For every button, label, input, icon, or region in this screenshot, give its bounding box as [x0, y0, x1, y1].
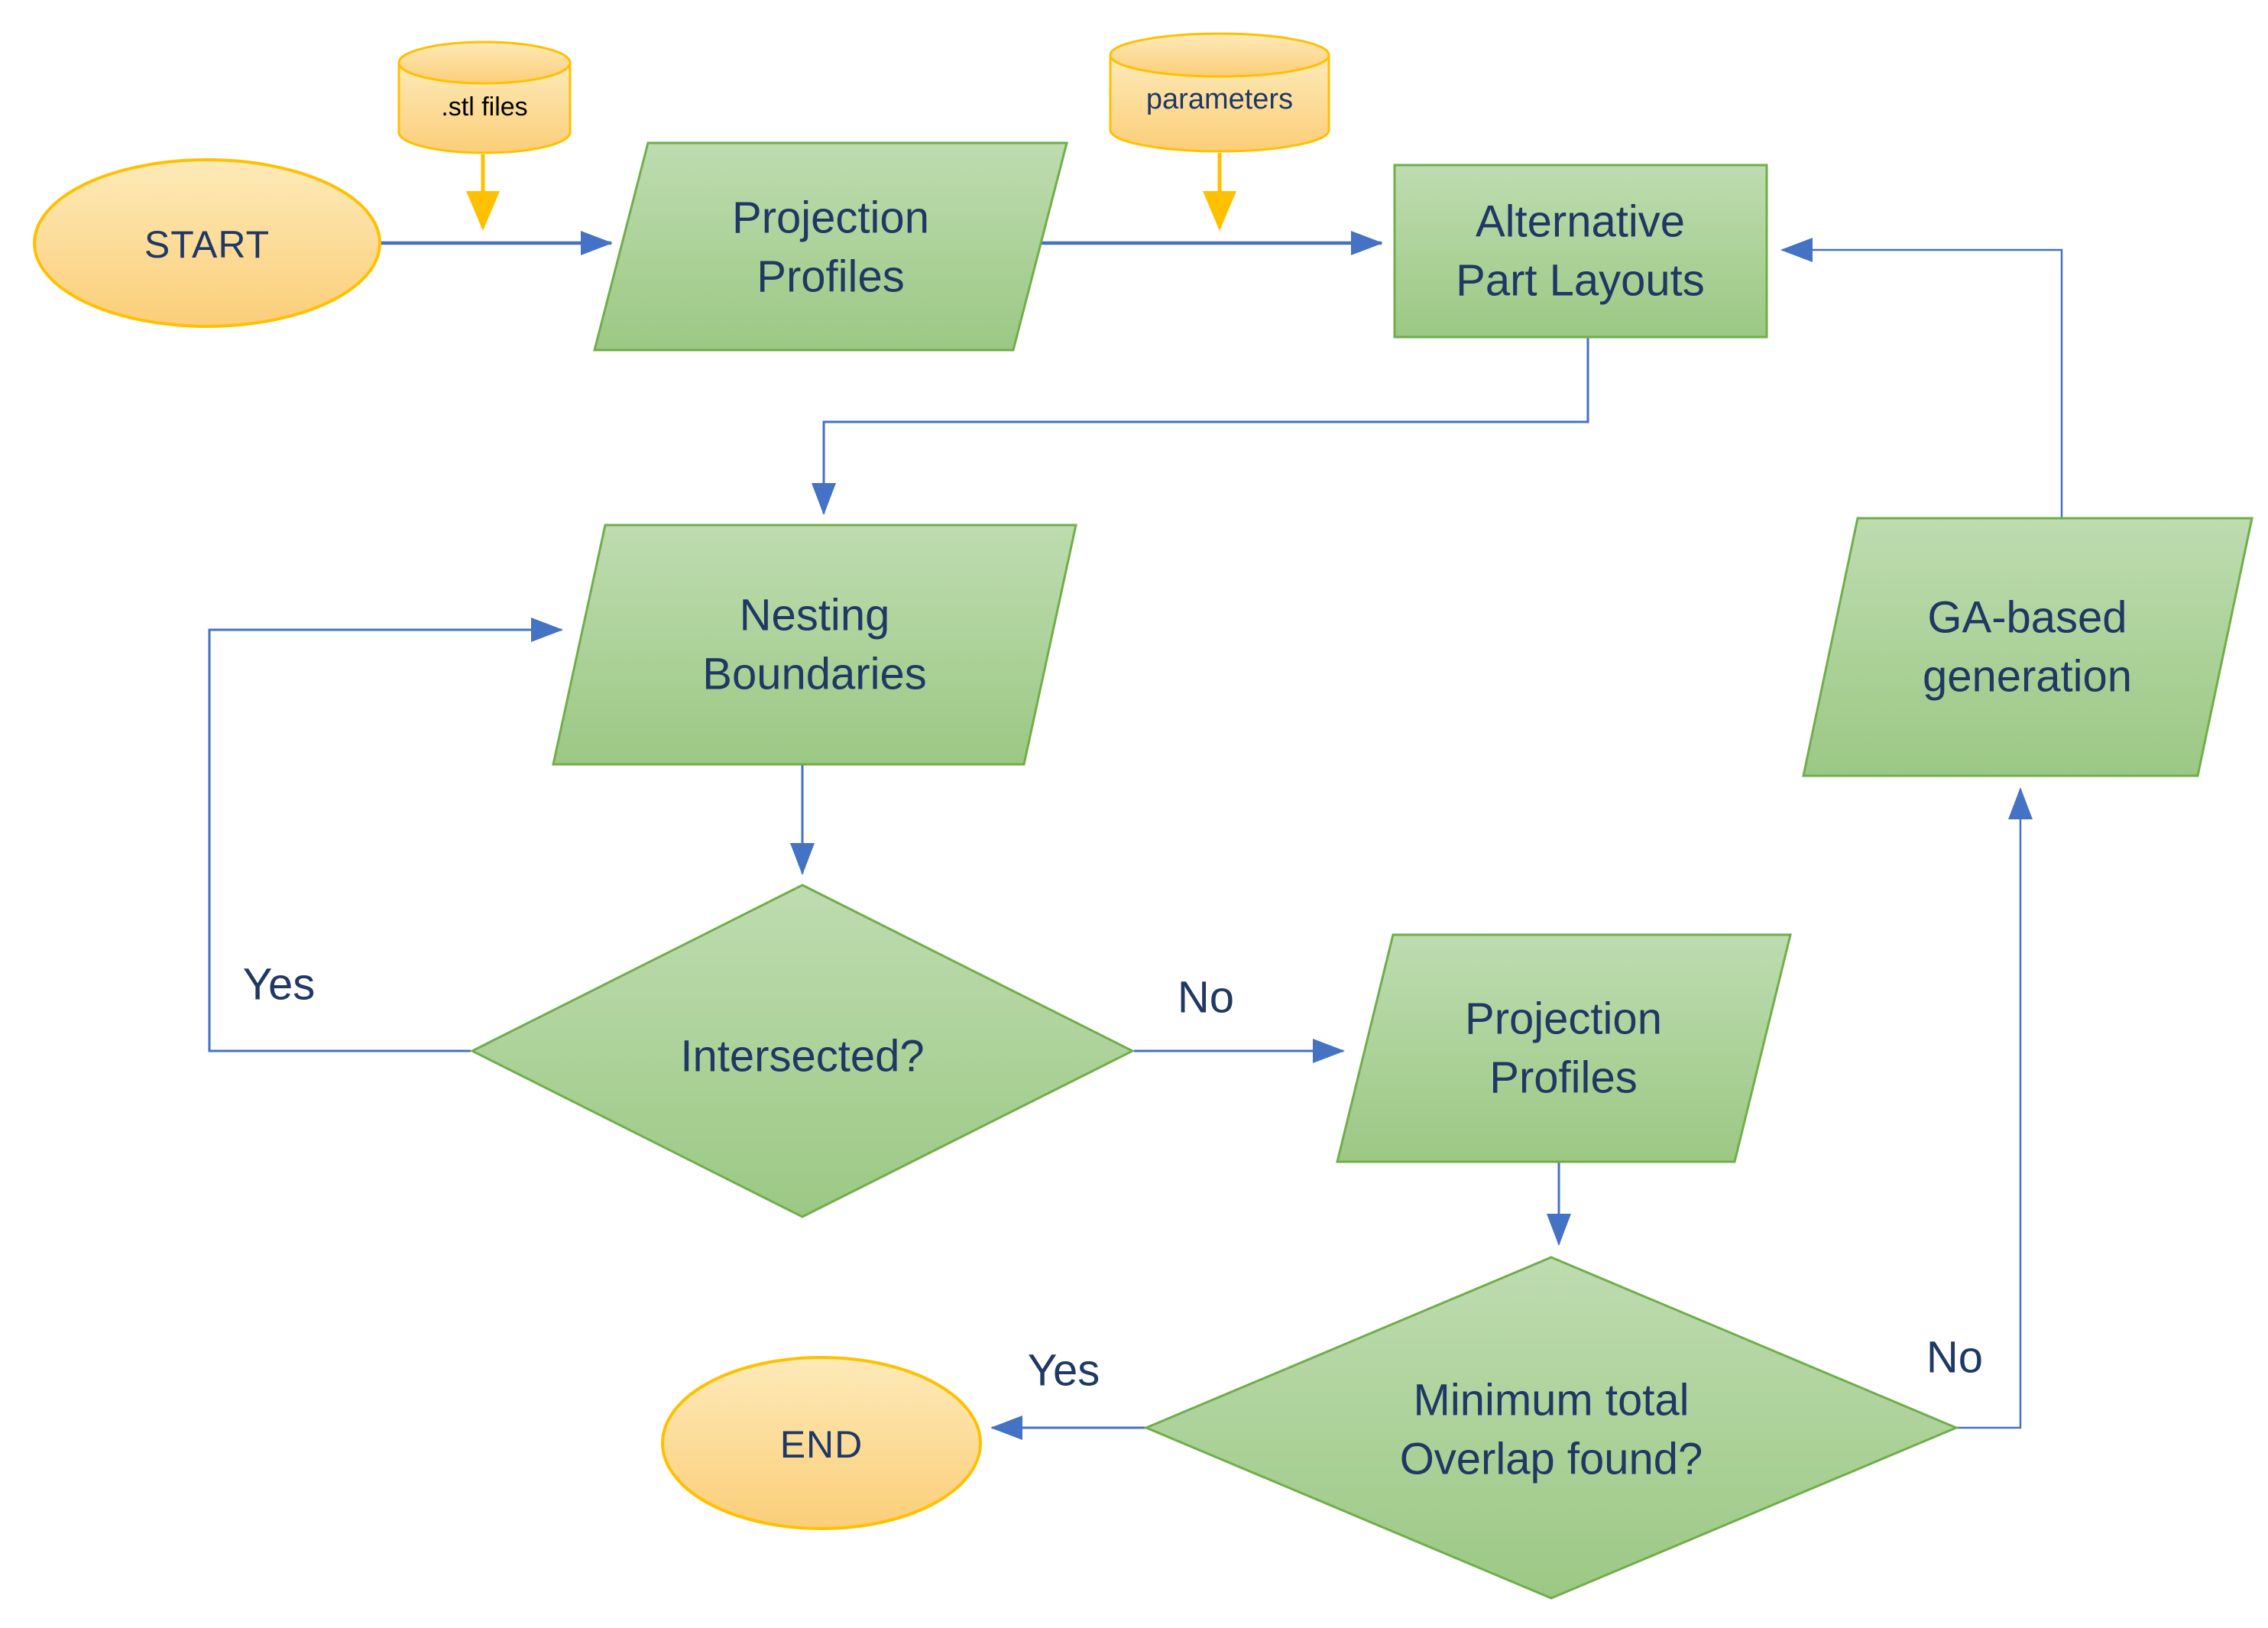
node-ga-based-generation: GA-based generation — [1802, 517, 2253, 777]
node-parameters: parameters — [1109, 32, 1330, 153]
label-overlap-yes: Yes — [1028, 1346, 1100, 1396]
label-intersected-no: No — [1178, 973, 1234, 1023]
node-alternative-part-layouts: Alternative Part Layouts — [1393, 164, 1768, 339]
node-stl-files: .stl files — [397, 41, 572, 154]
label-overlap-no: No — [1926, 1333, 1983, 1383]
ga-based-generation-parallelogram — [1802, 517, 2253, 777]
edge-ga-generation-to-alternative-part-layouts — [1780, 238, 2063, 518]
stl-cylinder-body — [397, 63, 572, 154]
end-ellipse — [661, 1356, 982, 1530]
node-parameters-label: parameters — [1146, 83, 1293, 115]
node-projection-profiles-1-line2: Profiles — [757, 252, 904, 302]
node-minimum-total-overlap: Minimum total Overlap found? — [1143, 1256, 1959, 1600]
stl-cylinder-top — [397, 41, 572, 85]
node-projection-profiles-1-line1: Projection — [732, 193, 929, 243]
node-projection-profiles-2-line2: Profiles — [1489, 1053, 1637, 1103]
node-projection-profiles-1: Projection Profiles — [593, 141, 1068, 352]
node-intersected-label: Intersected? — [680, 1032, 924, 1082]
parameters-cylinder-body — [1109, 55, 1330, 153]
node-start-label: START — [144, 223, 270, 266]
edge-intersected-yes-to-nesting-boundaries — [208, 618, 563, 1052]
start-ellipse — [33, 158, 381, 328]
node-ga-based-generation-line1: GA-based — [1927, 593, 2127, 643]
projection-profiles-1-parallelogram — [593, 141, 1068, 352]
node-stl-files-label: .stl files — [441, 92, 527, 122]
node-start: START — [33, 158, 381, 328]
parameters-cylinder-top — [1109, 32, 1330, 78]
projection-profiles-2-parallelogram — [1336, 933, 1792, 1163]
edge-alternative-part-layouts-to-nesting-boundaries — [812, 337, 1589, 515]
node-minimum-total-overlap-line2: Overlap found? — [1400, 1435, 1703, 1484]
label-intersected-yes: Yes — [243, 960, 316, 1010]
node-nesting-boundaries: Nesting Boundaries — [552, 524, 1077, 766]
node-end-label: END — [780, 1423, 863, 1466]
node-projection-profiles-2: Projection Profiles — [1336, 933, 1792, 1163]
intersected-diamond — [469, 884, 1136, 1218]
node-intersected: Intersected? — [469, 884, 1136, 1218]
node-end: END — [661, 1356, 982, 1530]
alternative-part-layouts-rect — [1393, 164, 1768, 339]
minimum-total-overlap-diamond — [1143, 1256, 1959, 1600]
node-ga-based-generation-line2: generation — [1923, 652, 2132, 702]
node-nesting-boundaries-line2: Boundaries — [702, 650, 926, 699]
node-nesting-boundaries-line1: Nesting — [740, 591, 890, 640]
node-projection-profiles-2-line1: Projection — [1465, 994, 1662, 1044]
nesting-boundaries-parallelogram — [552, 524, 1077, 766]
node-alternative-part-layouts-line2: Part Layouts — [1456, 256, 1705, 306]
edge-overlap-no-to-ga-generation — [1956, 787, 2033, 1429]
node-alternative-part-layouts-line1: Alternative — [1476, 197, 1685, 247]
node-minimum-total-overlap-line1: Minimum total — [1414, 1376, 1690, 1425]
